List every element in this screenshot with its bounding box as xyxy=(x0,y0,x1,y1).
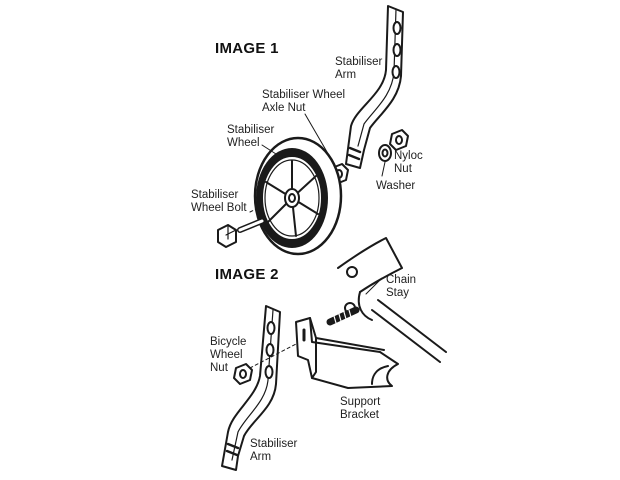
label-bicycle-wheel-nut: Bicycle Wheel Nut xyxy=(210,336,247,374)
label-nyloc-nut: Nyloc Nut xyxy=(394,150,423,175)
label-wheel-bolt: Stabiliser Wheel Bolt xyxy=(191,189,247,214)
label-support-bracket: Support Bracket xyxy=(340,396,381,421)
stabiliser-arm-2 xyxy=(221,305,281,471)
leader-lines-1 xyxy=(261,113,386,177)
label-stabiliser-arm-2: Stabiliser Arm xyxy=(250,438,298,463)
label-stabiliser-arm-1: Stabiliser Arm xyxy=(335,56,383,81)
wheel-bolt xyxy=(217,218,265,248)
bicycle-wheel-nut xyxy=(233,363,253,385)
image2-heading: IMAGE 2 xyxy=(215,266,279,283)
label-washer: Washer xyxy=(376,180,416,192)
image1-heading: IMAGE 1 xyxy=(215,40,279,57)
nyloc-nut xyxy=(389,129,409,151)
stabiliser-wheel xyxy=(253,136,343,256)
threaded-axle xyxy=(326,306,360,326)
label-axle-nut: Stabiliser Wheel Axle Nut xyxy=(262,89,346,114)
label-stabiliser-wheel: Stabiliser Wheel xyxy=(227,124,275,149)
chain-stay xyxy=(337,237,447,363)
stabiliser-arm-1 xyxy=(345,5,404,169)
label-chain-stay: Chain Stay xyxy=(386,274,417,299)
washer xyxy=(378,144,392,162)
leader-lines-2 xyxy=(249,277,383,369)
support-bracket xyxy=(295,317,399,389)
